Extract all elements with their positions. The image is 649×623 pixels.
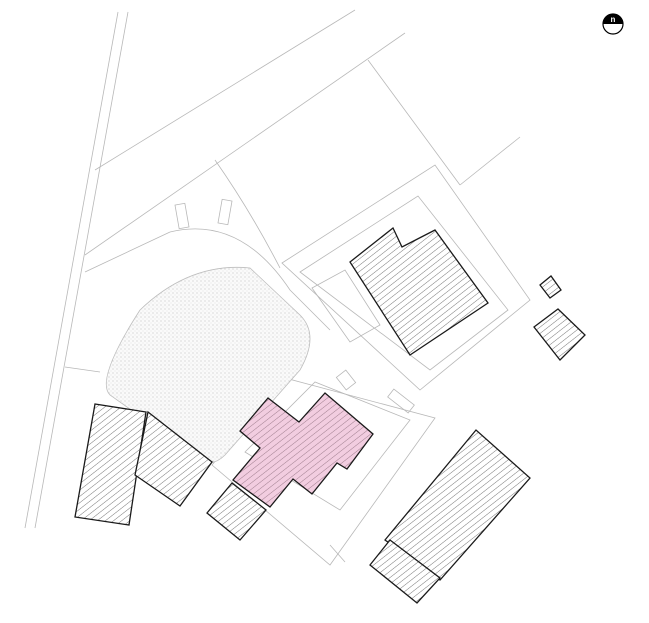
north-arrow: n	[602, 13, 624, 35]
building-east-tiny	[539, 275, 562, 299]
building-west-tall	[74, 403, 147, 526]
building-north-house	[349, 226, 489, 356]
project-building-highlighted	[232, 392, 374, 508]
building-west	[134, 410, 213, 507]
building-east	[533, 308, 586, 361]
north-arrow-label: n	[611, 15, 616, 24]
building-southeast-small	[369, 539, 441, 604]
north-arrow-half	[603, 14, 623, 24]
building-south-small	[206, 482, 267, 541]
